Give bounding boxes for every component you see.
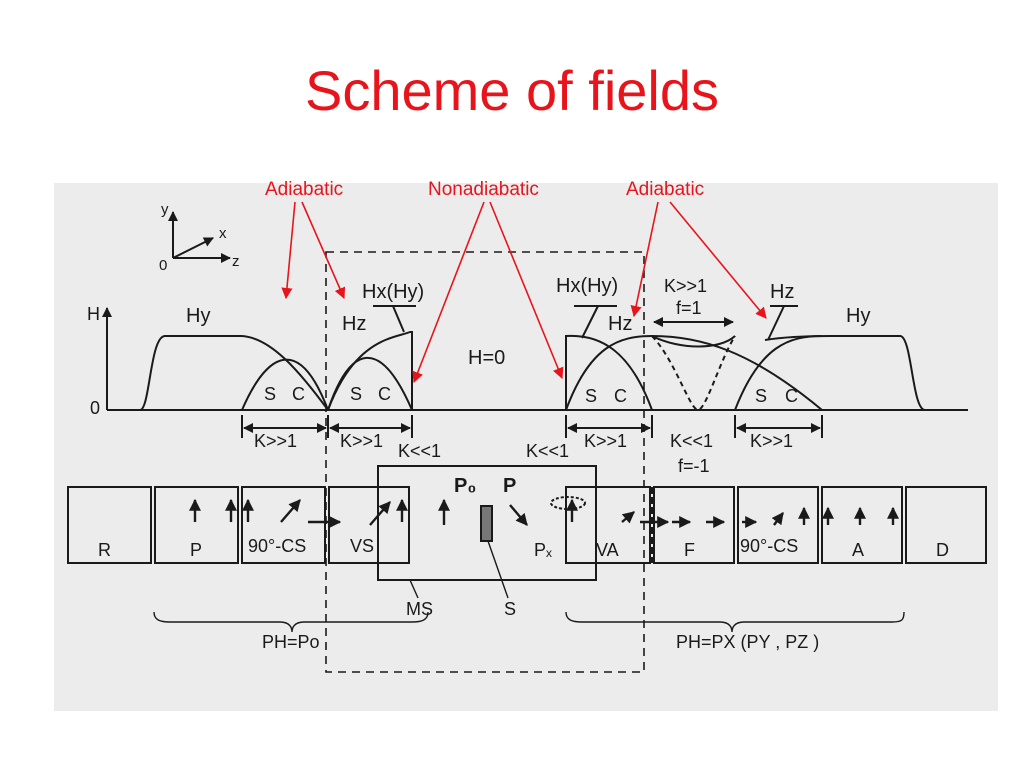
box-vs-label: VS [350, 536, 374, 556]
label-adiabatic-left: Adiabatic [265, 179, 343, 200]
axis-x-label: x [219, 225, 227, 242]
box-va [565, 486, 651, 564]
axis-y-label: y [161, 201, 169, 218]
hy-left-label: Hy [186, 305, 210, 327]
axis-z-label: z [232, 253, 240, 270]
k-label-4: K<<1 [526, 441, 569, 461]
hy-right-label: Hy [846, 305, 870, 327]
s-sample-label: S [504, 599, 516, 619]
label-nonadiabatic: Nonadiabatic [428, 179, 539, 200]
coordinate-axes [168, 211, 231, 263]
brace-right [565, 611, 905, 633]
k-label-7: K>>1 [750, 431, 793, 451]
box-cs-left [241, 486, 326, 564]
zero-label: 0 [90, 398, 100, 418]
c-label-2: C [378, 384, 391, 404]
box-f [653, 486, 735, 564]
shield-dashed-outline [325, 251, 645, 673]
brace-left [153, 611, 429, 633]
box-a-label: A [852, 540, 864, 560]
h-axis-label: H [87, 304, 100, 324]
c-label-1: C [292, 384, 305, 404]
hy-right-curve [764, 335, 926, 411]
hy-left-curve [107, 335, 329, 411]
s-label-3: S [585, 386, 597, 406]
box-a [821, 486, 903, 564]
f-top-label: f=1 [676, 298, 702, 318]
k-label-3: K<<1 [398, 441, 441, 461]
k-label-6: K<<1 [670, 431, 713, 451]
s-label-4: S [755, 386, 767, 406]
sample-box [377, 465, 597, 581]
box-cs-right [737, 486, 819, 564]
p-bold-label: P [503, 475, 516, 497]
s-label-1: S [264, 384, 276, 404]
box-f-label: F [684, 540, 695, 560]
k-label-5: K>>1 [584, 431, 627, 451]
hz-right-label: Hz [770, 281, 794, 303]
k-label-2: K>>1 [340, 431, 383, 451]
h-zero-label: H=0 [468, 347, 505, 369]
box-cs-right-label: 90°-CS [740, 536, 798, 556]
s-label-2: S [350, 384, 362, 404]
ms-label: MS [406, 599, 433, 619]
c-label-4: C [785, 386, 798, 406]
annotation-arrows [281, 201, 767, 384]
page-title: Scheme of fields [305, 59, 719, 122]
k-label-1: K>>1 [254, 431, 297, 451]
box-p [154, 486, 239, 564]
s-curve-4 [651, 335, 823, 411]
hz-left-curve [327, 331, 413, 411]
box-va-label: VA [596, 540, 619, 560]
box-d [905, 486, 987, 564]
k-top-label: K>>1 [664, 276, 707, 296]
precession-ellipse [550, 496, 586, 510]
sample-bar [480, 505, 493, 542]
diagram-panel [54, 183, 998, 711]
c-label-3: C [614, 386, 627, 406]
label-adiabatic-right: Adiabatic [626, 179, 704, 200]
box-d-label: D [936, 540, 949, 560]
f-region-curve [651, 335, 736, 348]
hz-mid-label: Hz [608, 313, 632, 335]
axis-origin-label: 0 [159, 257, 167, 274]
box-vs [328, 486, 410, 564]
hx-hy-right-label: Hx(Hy) [556, 275, 618, 297]
formula-right: PH=PX (PY , PZ ) [676, 632, 819, 652]
hx-hy-left-label: Hx(Hy) [362, 281, 424, 303]
box-r [67, 486, 152, 564]
f-bottom-label: f=-1 [678, 456, 710, 476]
box-cs-left-label: 90°-CS [248, 536, 306, 556]
c-curve-3 [565, 335, 653, 411]
s-curve-1 [241, 358, 329, 411]
box-r-label: R [98, 540, 111, 560]
px-label: Pₓ [534, 540, 552, 560]
p0-label: P₀ [454, 475, 476, 497]
box-p-label: P [190, 540, 202, 560]
formula-left: PH=Po [262, 632, 320, 652]
hz-left-label: Hz [342, 313, 366, 335]
